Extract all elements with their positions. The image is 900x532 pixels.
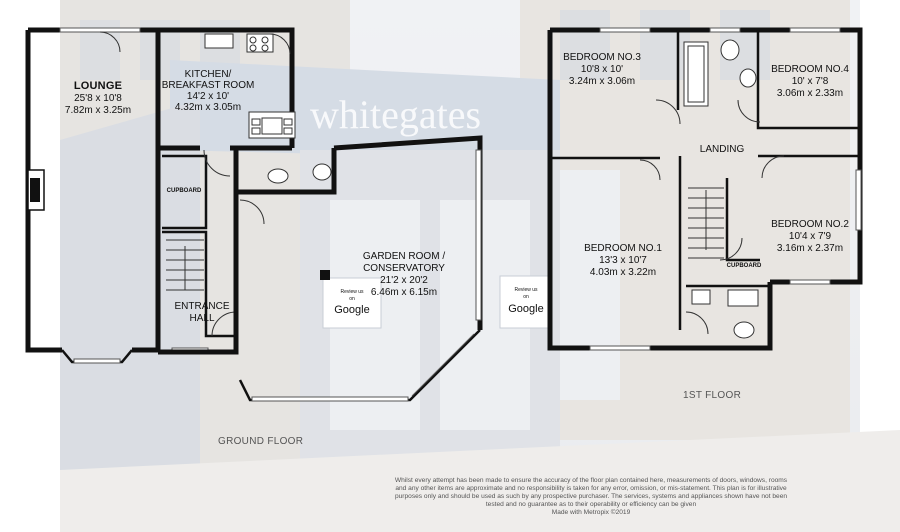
room-title-garden-room: GARDEN ROOM / <box>363 251 445 262</box>
svg-text:Google: Google <box>334 304 369 316</box>
svg-text:Google: Google <box>508 303 543 315</box>
svg-text:14'2 x 10': 14'2 x 10' <box>187 91 229 102</box>
room-title-lounge: LOUNGE <box>74 80 122 92</box>
room-title-cupboard-first: CUPBOARD <box>727 263 762 269</box>
svg-text:10' x 7'8: 10' x 7'8 <box>792 76 829 87</box>
svg-text:7.82m x 3.25m: 7.82m x 3.25m <box>65 105 131 116</box>
room-title-landing: LANDING <box>700 144 745 155</box>
ground-floor-label: GROUND FLOOR <box>218 436 303 447</box>
svg-text:3.16m x 2.37m: 3.16m x 2.37m <box>777 243 843 254</box>
svg-text:10'8 x 10': 10'8 x 10' <box>581 64 623 75</box>
svg-text:BREAKFAST ROOM: BREAKFAST ROOM <box>162 80 255 91</box>
disclaimer: Whilst every attempt has been made to en… <box>392 477 790 517</box>
svg-text:21'2 x 20'2: 21'2 x 20'2 <box>380 275 428 286</box>
room-title-bedroom-3: BEDROOM NO.3 <box>563 52 641 63</box>
ground-floor-plan <box>25 27 483 402</box>
first-floor-label: 1ST FLOOR <box>683 390 741 401</box>
svg-text:3.06m x 2.33m: 3.06m x 2.33m <box>777 88 843 99</box>
room-title-kitchen: KITCHEN/ <box>185 69 232 80</box>
svg-text:Review us: Review us <box>514 287 538 293</box>
review-sign-left: Review us on Google <box>322 277 382 329</box>
room-title-bedroom-2: BEDROOM NO.2 <box>771 219 849 230</box>
room-title-bedroom-1: BEDROOM NO.1 <box>584 243 662 254</box>
svg-text:13'3 x 10'7: 13'3 x 10'7 <box>599 255 647 266</box>
room-title-cupboard-ground: CUPBOARD <box>167 188 202 194</box>
disclaimer-text: Whilst every attempt has been made to en… <box>394 477 788 509</box>
first-floor-plan <box>547 27 863 351</box>
svg-text:CONSERVATORY: CONSERVATORY <box>363 263 445 274</box>
ground-floor-labels: LOUNGE 25'8 x 10'8 7.82m x 3.25m KITCHEN… <box>65 69 445 447</box>
credit-text: Made with Metropix ©2019 <box>551 509 631 517</box>
svg-text:on: on <box>349 296 355 302</box>
svg-text:10'4 x 7'9: 10'4 x 7'9 <box>789 231 832 242</box>
svg-text:6.46m x 6.15m: 6.46m x 6.15m <box>371 287 437 298</box>
svg-text:Review us: Review us <box>340 289 364 295</box>
svg-text:4.03m x 3.22m: 4.03m x 3.22m <box>590 267 656 278</box>
svg-text:3.24m x 3.06m: 3.24m x 3.06m <box>569 76 635 87</box>
svg-text:25'8 x 10'8: 25'8 x 10'8 <box>74 93 122 104</box>
room-title-bedroom-4: BEDROOM NO.4 <box>771 64 849 75</box>
svg-text:on: on <box>523 294 529 300</box>
first-floor-labels: BEDROOM NO.3 10'8 x 10' 3.24m x 3.06m BE… <box>563 52 849 401</box>
room-title-entrance-hall: ENTRANCE <box>174 301 229 312</box>
brand-watermark: whitegates <box>310 92 481 137</box>
svg-text:4.32m x 3.05m: 4.32m x 3.05m <box>175 102 241 113</box>
review-sign-right: Review us on Google <box>499 275 553 329</box>
svg-text:HALL: HALL <box>189 313 214 324</box>
